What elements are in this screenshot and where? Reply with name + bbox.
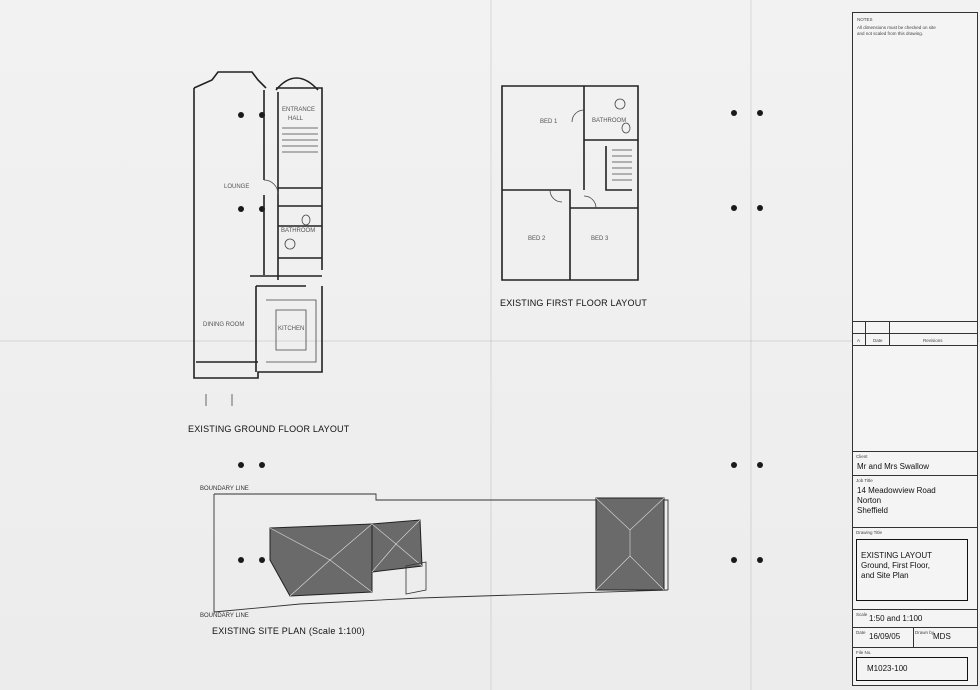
fold-crease — [0, 340, 980, 342]
revision-row — [853, 333, 977, 334]
room-label-entrance: ENTRANCE — [282, 107, 316, 113]
client-name: Mr and Mrs Swallow — [857, 462, 930, 471]
drawing-title-box — [856, 539, 968, 601]
room-label-kitchen: KITCHEN — [278, 326, 305, 332]
drawn-by-value: MDS — [933, 632, 951, 641]
file-number-box — [856, 657, 968, 681]
punch-hole — [757, 205, 763, 211]
room-label-bed3: BED 3 — [591, 236, 609, 242]
punch-hole — [238, 557, 244, 563]
client-row — [853, 451, 977, 452]
drawing-title-line-2: Ground, First Floor, — [861, 561, 930, 570]
drawing-label: Drawing Title — [856, 530, 883, 535]
scale-row — [853, 609, 977, 610]
revision-col-date: Date — [873, 338, 883, 343]
boundary-label-top: BOUNDARY LINE — [200, 486, 249, 492]
job-line-3: Sheffield — [857, 506, 888, 515]
punch-hole — [757, 462, 763, 468]
site-plan — [213, 493, 669, 613]
room-label-bathroom-ff: BATHROOM — [592, 118, 627, 124]
revision-row — [853, 345, 977, 346]
revision-divider — [889, 321, 890, 345]
room-label-hall: HALL — [288, 116, 304, 122]
punch-hole — [731, 205, 737, 211]
title-block: NOTES All dimensions must be checked on … — [852, 12, 978, 686]
date-divider — [913, 627, 914, 647]
punch-hole — [238, 112, 244, 118]
date-row — [853, 627, 977, 628]
revision-row — [853, 321, 977, 322]
notes-text: All dimensions must be checked on site a… — [857, 25, 936, 36]
scale-label: Scale — [856, 612, 868, 617]
date-value: 16/09/05 — [869, 632, 901, 641]
notes-heading: NOTES — [857, 17, 873, 22]
drawing-title-line-1: EXISTING LAYOUT — [861, 551, 932, 560]
punch-hole — [731, 462, 737, 468]
punch-hole — [259, 112, 265, 118]
revision-divider — [865, 321, 866, 345]
punch-hole — [238, 206, 244, 212]
job-line-1: 14 Meadowview Road — [857, 486, 936, 495]
room-label-bed2: BED 2 — [528, 236, 546, 242]
ground-floor-plan — [193, 71, 323, 379]
file-row — [853, 647, 977, 648]
drawing-title-line-3: and Site Plan — [861, 571, 909, 580]
drawn-by-label: Drawn by — [915, 630, 935, 635]
file-label: File No. — [856, 650, 872, 655]
date-label: Date — [856, 630, 866, 635]
room-label-dining: DINING ROOM — [203, 322, 245, 328]
ground-floor-title: EXISTING GROUND FLOOR LAYOUT — [188, 424, 350, 434]
punch-hole — [259, 462, 265, 468]
fold-crease — [750, 0, 752, 690]
site-plan-title: EXISTING SITE PLAN (Scale 1:100) — [212, 626, 365, 636]
boundary-label-bottom: BOUNDARY LINE — [200, 613, 249, 619]
first-floor-title: EXISTING FIRST FLOOR LAYOUT — [500, 298, 648, 308]
punch-hole — [238, 462, 244, 468]
revision-col-revision: Revisions — [923, 338, 943, 343]
file-number: M1023-100 — [867, 664, 908, 673]
drawing-row — [853, 527, 977, 528]
job-label: Job Title — [856, 478, 873, 483]
revision-col-rev: A — [857, 338, 861, 343]
job-line-2: Norton — [857, 496, 882, 505]
punch-hole — [731, 557, 737, 563]
room-label-lounge: LOUNGE — [224, 184, 250, 190]
room-label-bathroom-gf: BATHROOM — [281, 228, 316, 234]
punch-hole — [757, 110, 763, 116]
punch-hole — [259, 206, 265, 212]
fold-crease — [490, 0, 492, 690]
punch-hole — [731, 110, 737, 116]
punch-hole — [757, 557, 763, 563]
room-label-bed1: BED 1 — [540, 119, 558, 125]
scale-value: 1:50 and 1:100 — [869, 614, 923, 623]
client-label: Client — [856, 454, 868, 459]
punch-hole — [259, 557, 265, 563]
job-row — [853, 475, 977, 476]
first-floor-plan — [501, 85, 639, 281]
